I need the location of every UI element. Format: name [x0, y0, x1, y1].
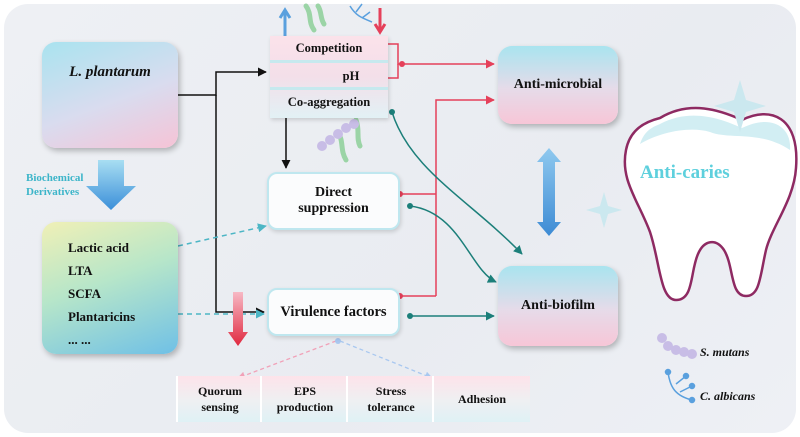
factor-line1: Adhesion	[457, 392, 507, 406]
s-mutans-chain-mid-icon	[317, 119, 359, 151]
connector-source-to-mechanisms	[178, 67, 267, 96]
virulence-down-arrow	[228, 292, 248, 346]
derivatives-label-line2: Derivatives	[26, 186, 80, 198]
derivative-item: ... ...	[68, 332, 91, 347]
dashed-to-factors-left	[237, 340, 337, 380]
virulence-branch-dot	[335, 338, 341, 344]
factor-stress-tolerance: Stress tolerance	[346, 376, 434, 422]
direct-line1: Direct	[314, 185, 353, 200]
red-ph-to-antimicrobial	[388, 64, 399, 79]
factor-line1: EPS	[293, 384, 316, 398]
legend-s-mutans: S. mutans	[700, 345, 750, 359]
red-competition-to-antimicrobial	[388, 43, 402, 65]
s-mutans-legend-icon	[657, 333, 697, 359]
derivative-item: LTA	[68, 263, 93, 278]
direct-suppression-box: Direct suppression	[267, 172, 400, 230]
bacteria-top-icon	[303, 3, 327, 33]
derivatives-arrow	[86, 160, 136, 210]
teal-coagg-to-antibiofilm	[391, 111, 523, 255]
factor-adhesion: Adhesion	[432, 376, 530, 422]
derivative-item: SCFA	[68, 286, 101, 301]
sparkle-small-icon	[586, 192, 622, 228]
down-arrow-icon	[373, 8, 387, 35]
factor-quorum-sensing: Quorum sensing	[176, 376, 262, 422]
factor-line2: tolerance	[367, 400, 415, 414]
c-albicans-legend-icon	[664, 368, 696, 404]
mechanism-divider	[270, 87, 388, 90]
factor-line2: sensing	[201, 400, 239, 414]
anti-microbial-box: Anti-microbial	[498, 46, 618, 124]
red-vertical-bus	[435, 95, 495, 296]
anti-caries-label: Anti-caries	[640, 162, 730, 183]
derivatives-label-line1: Biochemical	[26, 172, 84, 184]
virulence-factors-label: Virulence factors	[280, 303, 387, 320]
legend-c-albicans: C. albicans	[700, 389, 756, 403]
tooth-icon	[623, 106, 798, 302]
mechanisms-box	[270, 36, 388, 118]
derivative-item: Plantaricins	[68, 309, 136, 324]
connector-source-to-virulence	[215, 95, 265, 317]
anti-biofilm-box: Anti-biofilm	[498, 266, 618, 346]
direct-line2: suppression	[298, 201, 369, 216]
l-plantarum-label: L. plantarum	[69, 64, 151, 80]
factor-eps-production: EPS production	[260, 376, 348, 422]
coaggregation-label: Co-aggregation	[287, 95, 371, 109]
teal-direct-to-antibiofilm	[409, 205, 497, 283]
virulence-factors-box: Virulence factors	[267, 288, 400, 336]
c-albicans-top-icon	[349, 3, 373, 23]
factor-line1: Quorum	[197, 384, 242, 398]
mechanism-divider	[270, 60, 388, 63]
l-plantarum-box: L. plantarum	[42, 42, 178, 148]
dashed-to-direct	[177, 223, 267, 247]
factor-line1: Stress	[375, 384, 407, 398]
derivatives-arrow-label: Biochemical Derivatives	[26, 171, 83, 199]
ph-label: pH	[342, 69, 360, 83]
factor-line2: production	[276, 400, 334, 414]
tooth-enamel	[640, 115, 791, 150]
sparkle-large-icon	[714, 80, 766, 132]
outcome-double-arrow	[537, 148, 561, 236]
derivatives-box: Lactic acid LTA SCFA Plantaricins ... ..…	[42, 222, 178, 354]
anti-biofilm-label: Anti-biofilm	[521, 298, 595, 313]
anti-microbial-label: Anti-microbial	[513, 77, 603, 92]
dashed-to-factors-right	[339, 340, 433, 379]
competition-label: Competition	[295, 41, 363, 55]
derivative-item: Lactic acid	[68, 240, 130, 255]
up-arrow-icon	[278, 7, 292, 36]
